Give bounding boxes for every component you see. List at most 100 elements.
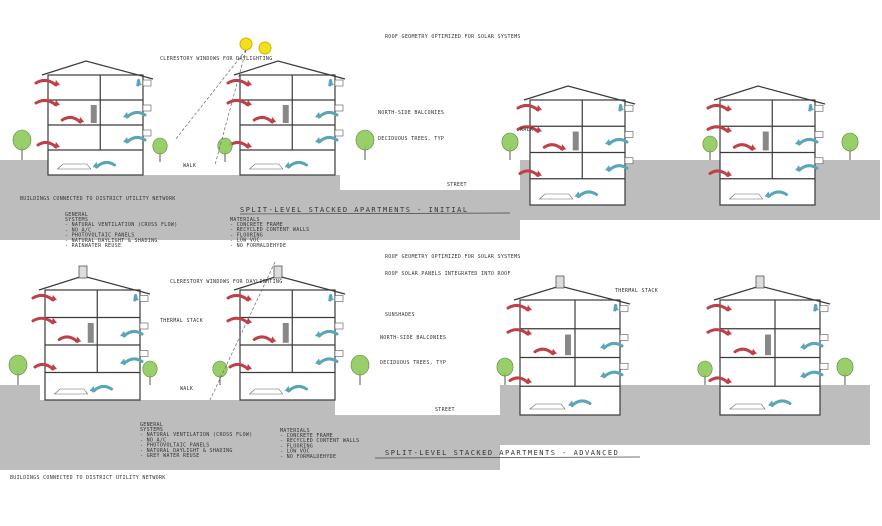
general-item: - PHOTOVOLTAIC PANELS: [65, 233, 135, 239]
label-walk-right: WALK: [520, 127, 533, 133]
materials-item: - RECYCLED CONTENT WALLS: [230, 227, 309, 233]
balcony: [619, 362, 629, 370]
arrow-head: [284, 162, 291, 168]
arrow-head: [246, 100, 252, 106]
panel-title-advanced: SPLIT-LEVEL STACKED APARTMENTS - ADVANCE…: [385, 449, 619, 457]
general-item: - PHOTOVOLTAIC PANELS: [140, 443, 210, 449]
roof: [233, 60, 346, 80]
warm-air-arrow: [34, 78, 58, 87]
general-item: - NO A/C: [65, 227, 91, 233]
arrow-head: [764, 191, 771, 198]
roof: [523, 85, 636, 105]
label-utility-network: BUILDINGS CONNECTED TO DISTRICT UTILITY …: [10, 475, 166, 481]
warm-air-arrow: [516, 103, 540, 112]
car-icon: [248, 388, 284, 395]
warm-air-arrow: [708, 376, 730, 384]
cool-air-arrow: [317, 110, 339, 119]
cool-air-arrow: [797, 137, 819, 146]
warm-air-arrow: [252, 335, 274, 343]
general-item: SYSTEMS: [140, 427, 163, 433]
arrow-head: [551, 348, 557, 355]
arrow-head: [78, 117, 85, 123]
arrow-head: [246, 317, 252, 324]
arrow-head: [315, 331, 321, 337]
cool-air-arrow: [122, 329, 144, 338]
arrow-head: [726, 105, 732, 111]
materials-item: - FLOORING: [230, 232, 263, 238]
stair-icon: [90, 105, 97, 123]
stair-icon: [282, 323, 289, 343]
label-street: STREET: [435, 407, 455, 413]
warm-air-arrow: [518, 169, 540, 177]
warm-air-arrow: [706, 303, 730, 312]
label-solar-panels: ROOF SOLAR PANELS INTEGRATED INTO ROOF: [385, 271, 511, 277]
arrow-head: [246, 142, 252, 148]
cool-air-arrow: [570, 399, 592, 407]
balcony: [334, 129, 344, 137]
arrow-head: [54, 100, 60, 106]
arrow-head: [246, 295, 252, 301]
arrow-head: [328, 295, 334, 301]
cool-air-arrow: [125, 135, 147, 144]
label-street: STREET: [447, 182, 467, 188]
car-icon: [248, 163, 284, 170]
balcony: [624, 104, 634, 112]
arrow-head: [270, 336, 277, 343]
warm-air-arrow: [506, 328, 530, 336]
arrow-head: [536, 170, 542, 177]
arrow-head: [54, 80, 60, 86]
arrow-head: [526, 377, 532, 384]
arrow-head: [605, 165, 611, 172]
label-walk: WALK: [183, 163, 196, 169]
thermal-chimney-icon: [78, 265, 88, 279]
materials-item: - LOW VOC: [230, 238, 260, 244]
cool-air-arrow: [602, 370, 624, 379]
cool-air-arrow: [802, 341, 824, 350]
tree-icon: [152, 137, 168, 155]
arrow-head: [605, 139, 611, 145]
arrow-head: [618, 105, 624, 111]
sun-ray: [174, 49, 247, 141]
label-clerestory: CLERESTORY WINDOWS FOR DAYLIGHTING: [170, 279, 283, 285]
label-roof-geometry: ROOF GEOMETRY OPTIMIZED FOR SOLAR SYSTEM…: [385, 254, 521, 260]
label-thermal-stack: THERMAL STACK: [160, 318, 203, 324]
cool-air-arrow: [770, 399, 792, 407]
materials-heading: MATERIALS: [230, 217, 260, 223]
label-roof-geometry: ROOF GEOMETRY OPTIMIZED FOR SOLAR SYSTEM…: [385, 34, 521, 40]
materials-item: - RECYCLED CONTENT WALLS: [280, 438, 359, 444]
thermal-chimney-icon: [555, 275, 565, 289]
arrow-head: [808, 105, 814, 111]
arrow-head: [800, 343, 806, 349]
car-icon: [529, 403, 566, 410]
arrow-head: [75, 336, 82, 343]
arrow-head: [92, 162, 99, 168]
general-item: SYSTEMS: [65, 217, 88, 223]
arrow-head: [328, 80, 334, 86]
label-clerestory: CLERESTORY WINDOWS FOR DAYLIGHTING: [160, 56, 273, 62]
tree-icon: [355, 129, 375, 151]
cool-air-arrow: [607, 164, 629, 172]
arrow-head: [560, 144, 567, 151]
balcony: [139, 350, 149, 357]
arrow-head: [568, 400, 574, 407]
balcony: [814, 157, 824, 165]
warm-air-arrow: [34, 98, 58, 107]
materials-heading: MATERIALS: [280, 428, 310, 434]
stair-icon: [765, 334, 771, 356]
warm-air-arrow: [533, 347, 555, 356]
roof: [41, 60, 154, 80]
arrow-head: [123, 112, 129, 118]
car-icon: [729, 403, 766, 410]
balcony: [139, 322, 149, 330]
tree-icon: [697, 360, 713, 378]
materials-item: - CONCRETE FRAME: [230, 222, 283, 228]
arrow-head: [795, 165, 801, 172]
arrow-head: [51, 364, 57, 370]
arrow-head: [536, 105, 542, 111]
general-heading: GENERAL: [140, 422, 163, 428]
label-trees: DECIDUOUS TREES, TYP: [380, 360, 446, 366]
warm-air-arrow: [57, 335, 79, 343]
ground-section: [0, 160, 880, 240]
arrow-head: [536, 126, 542, 133]
